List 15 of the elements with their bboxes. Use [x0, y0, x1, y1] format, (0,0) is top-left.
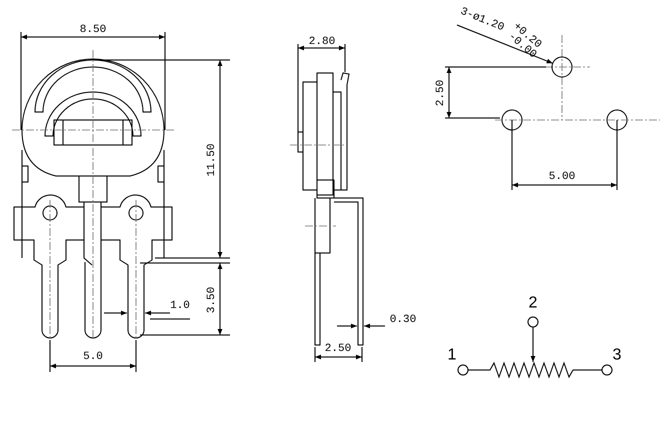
dimension-text: 11.50 — [206, 144, 218, 176]
dimension-text: 1.0 — [170, 300, 190, 312]
dimension-text: 2.80 — [308, 36, 336, 48]
pin-number: 3 — [612, 346, 622, 364]
dimension-text: 0.30 — [390, 314, 416, 326]
dimension-text: 5.00 — [548, 171, 576, 183]
leader-line — [456, 24, 554, 64]
pin-number: 1 — [448, 346, 456, 364]
dimension-text: 3.50 — [206, 286, 218, 314]
dimension-text: 2.50 — [324, 343, 352, 355]
dimension-text: 5.0 — [83, 351, 103, 363]
dimension-text: 8.50 — [80, 24, 106, 36]
dimension-text: 2.50 — [435, 80, 447, 106]
mounting-hole — [552, 56, 572, 78]
pin-number: 2 — [528, 294, 538, 312]
